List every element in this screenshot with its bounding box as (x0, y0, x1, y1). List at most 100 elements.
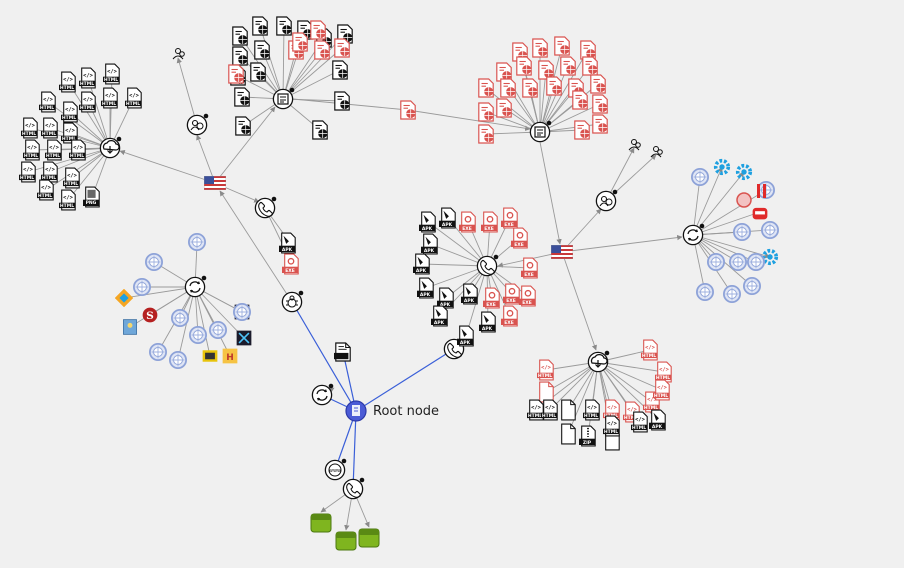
malicious-document-node[interactable] (478, 124, 494, 144)
globe-node[interactable] (691, 168, 709, 186)
malicious-document-node[interactable] (310, 20, 326, 40)
file-hub-right[interactable] (529, 121, 551, 143)
malicious-document-node[interactable] (478, 102, 494, 122)
malicious-document-node[interactable] (496, 98, 512, 118)
document-node[interactable] (232, 26, 248, 46)
document-node[interactable] (254, 40, 270, 60)
application-icon[interactable] (123, 319, 137, 335)
application-icon[interactable] (752, 207, 768, 220)
download-icon (590, 354, 608, 368)
edge (407, 109, 531, 131)
user-icon[interactable] (628, 139, 641, 151)
comm-hub-left[interactable] (184, 276, 206, 298)
file-type-label: EXE (484, 226, 494, 232)
malicious-document-node[interactable] (496, 62, 512, 82)
document-node[interactable] (332, 60, 348, 80)
us-flag-icon[interactable] (204, 176, 226, 190)
globe-node[interactable] (209, 321, 227, 339)
document-node[interactable] (234, 87, 250, 107)
document-node[interactable] (276, 16, 292, 36)
malicious-document-node[interactable] (590, 74, 606, 94)
document-node[interactable] (312, 120, 328, 140)
malicious-document-node[interactable] (592, 114, 608, 134)
us-flag-icon[interactable] (551, 245, 573, 259)
malicious-document-node[interactable] (554, 36, 570, 56)
globe-node[interactable] (733, 223, 751, 241)
malicious-document-node[interactable] (582, 56, 598, 76)
malicious-document-node[interactable] (314, 40, 330, 60)
malicious-document-node[interactable] (592, 94, 608, 114)
document-node[interactable] (235, 116, 251, 136)
globe-node[interactable] (171, 309, 189, 327)
globe-node[interactable] (747, 253, 765, 271)
phone-icon (258, 201, 274, 217)
globe-node[interactable] (729, 253, 747, 271)
malicious-document-node[interactable] (522, 78, 538, 98)
globe-node[interactable] (696, 283, 714, 301)
edge (27, 147, 111, 174)
package-icon[interactable] (335, 531, 357, 551)
refresh-hub-root[interactable] (311, 384, 333, 406)
malicious-document-node[interactable] (572, 90, 588, 110)
globe-node[interactable] (188, 233, 206, 251)
malicious-document-node[interactable] (560, 56, 576, 76)
gear-icon[interactable] (735, 163, 753, 181)
malicious-document-node[interactable] (478, 78, 494, 98)
globe-node[interactable] (761, 221, 779, 239)
edge (86, 77, 111, 149)
file-node[interactable] (561, 423, 576, 445)
document-node[interactable] (232, 46, 248, 66)
globe-node[interactable] (707, 253, 725, 271)
file-node[interactable] (561, 399, 576, 421)
application-icon[interactable] (235, 329, 253, 347)
application-icon[interactable] (142, 307, 158, 323)
malicious-document-node[interactable] (334, 38, 350, 58)
malicious-document-node[interactable] (400, 100, 416, 120)
user-icon[interactable] (650, 146, 663, 158)
pause-icon[interactable] (736, 184, 766, 208)
file-node[interactable] (539, 381, 554, 403)
document-node[interactable] (252, 16, 268, 36)
file-type-label: HTML (24, 153, 38, 159)
comm-hub-right[interactable] (682, 224, 704, 246)
malicious-document-node[interactable] (532, 38, 548, 58)
malicious-document-node[interactable] (292, 32, 308, 52)
edge (119, 149, 216, 184)
globe-node[interactable] (169, 351, 187, 369)
gear-icon[interactable] (761, 248, 779, 266)
malicious-document-node[interactable] (516, 56, 532, 76)
file-type-label: HTML (102, 101, 116, 107)
application-icon[interactable] (202, 350, 218, 362)
document-node[interactable] (250, 62, 266, 82)
hub-marker (546, 120, 552, 126)
malicious-document-node[interactable] (574, 120, 590, 140)
malicious-document-node[interactable] (538, 60, 554, 80)
edge (539, 69, 549, 133)
file-type-label: HTML (104, 77, 118, 83)
bug-hub-mid[interactable] (281, 291, 303, 313)
malicious-document-node[interactable] (580, 40, 596, 60)
globe-node[interactable] (233, 303, 251, 321)
globe-node[interactable] (189, 326, 207, 344)
file-hub-top[interactable] (272, 88, 294, 110)
document-node[interactable] (334, 91, 350, 111)
globe-node[interactable] (133, 278, 151, 296)
globe-node[interactable] (723, 285, 741, 303)
globe-node[interactable] (149, 343, 167, 361)
application-icon[interactable] (222, 348, 238, 364)
document-node[interactable] (334, 342, 351, 362)
malicious-document-node[interactable] (500, 78, 516, 98)
user-icon[interactable] (172, 48, 185, 60)
package-icon[interactable] (358, 528, 380, 548)
malicious-document-node[interactable] (546, 76, 562, 96)
file-type-label: APK (420, 292, 431, 298)
hub-marker (271, 196, 277, 202)
globe-node[interactable] (743, 277, 761, 295)
application-icon[interactable] (115, 289, 134, 308)
globe-node[interactable] (145, 253, 163, 271)
malicious-document-node[interactable] (228, 64, 244, 84)
gear-icon[interactable] (713, 158, 731, 176)
package-icon[interactable] (310, 513, 332, 533)
root-node-icon[interactable] (345, 400, 367, 422)
